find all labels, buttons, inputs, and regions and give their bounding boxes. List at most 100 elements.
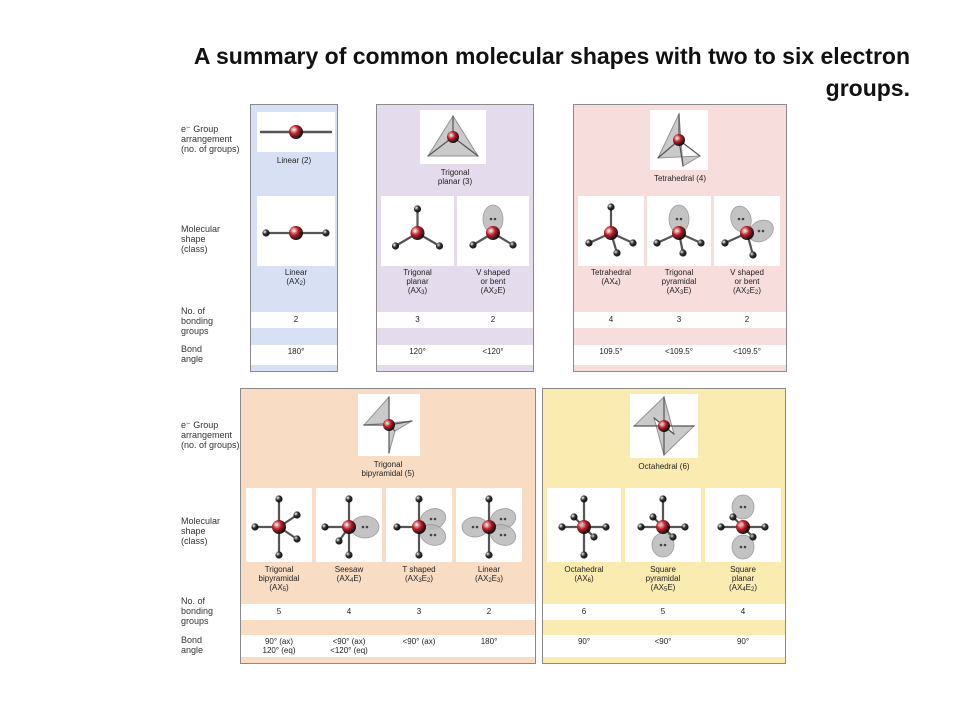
row-label-group-arrangement: e⁻ Group arrangement (no. of groups) xyxy=(181,124,240,154)
top-panel-1-col-1-bond-angle: <120° xyxy=(482,347,504,356)
bottom-panel-1-arrangement-image xyxy=(630,394,698,458)
bottom-panel-1-col-2-bond-angle: 90° xyxy=(736,637,750,646)
top-panel-1-col-0-shape-class: (AX3) xyxy=(407,286,428,296)
top-panel-1-col-1-shape-label: V shaped or bent(AX2E) xyxy=(457,268,529,298)
row-label-molecular-shape-bottom: Molecular shape (class) xyxy=(181,516,221,546)
row-label-bond-angle: Bond angle xyxy=(181,344,204,364)
top-panel-2-angle-strip xyxy=(574,345,786,365)
bottom-panel-0-col-3-bonding-groups: 2 xyxy=(486,607,492,616)
bottom-panel-0-arrangement-label: Trigonal bipyramidal (5) xyxy=(361,460,415,478)
top-panel-1-angle-strip xyxy=(377,345,533,365)
bottom-panel-0-col-0-shape-class: (AX5) xyxy=(269,583,289,593)
bottom-panel-0-col-1-bonding-groups: 4 xyxy=(346,607,352,616)
top-panel-1-bonding-strip xyxy=(377,312,533,328)
bottom-panel-1-angle-strip xyxy=(543,635,785,657)
top-panel-0-bonding-strip xyxy=(251,312,337,328)
top-panel-0-col-0-bond-angle: 180° xyxy=(287,347,305,356)
top-panel-2-arrangement-image xyxy=(650,110,708,170)
top-panel-0-arrangement-label: Linear (2) xyxy=(276,156,312,165)
bottom-panel-1-col-1-bonding-groups: 5 xyxy=(660,607,666,616)
bottom-panel-0-col-0-molecule-image xyxy=(246,488,312,562)
top-panel-0-col-0-shape-class: (AX2) xyxy=(286,277,306,287)
bottom-panel-0-col-2-bonding-groups: 3 xyxy=(416,607,422,616)
top-panel-0-col-0-molecule-image xyxy=(257,196,335,266)
bottom-panel-0-col-3-shape-name: Linear xyxy=(477,565,501,574)
bottom-panel-1-col-0-shape-name: Octahedral xyxy=(564,565,604,574)
bottom-panel-1-col-1-molecule-image xyxy=(625,488,701,562)
top-panel-2-col-2-shape-class: (AX2E2) xyxy=(732,286,762,296)
bottom-panel-1-col-0-shape-label: Octahedral(AX6) xyxy=(547,565,621,586)
bottom-panel-1-col-0-bond-angle: 90° xyxy=(577,637,591,646)
bottom-panel-1-bonding-strip xyxy=(543,604,785,620)
bottom-panel-0-col-1-molecule-image xyxy=(316,488,382,562)
top-panel-0-angle-strip xyxy=(251,345,337,365)
bottom-panel-0-bonding-strip xyxy=(241,604,535,620)
top-panel-1-col-0-shape-label: Trigonal planar(AX3) xyxy=(381,268,454,298)
top-panel-1-col-1-shape-class: (AX2E) xyxy=(480,286,506,296)
top-panel-2-col-0-molecule-image xyxy=(578,196,644,266)
top-panel-2-col-2-bonding-groups: 2 xyxy=(744,315,750,324)
top-panel-1-col-0-bond-angle: 120° xyxy=(409,347,426,356)
top-panel-2-bonding-strip xyxy=(574,312,786,328)
bottom-panel-1-col-1-bond-angle: <90° xyxy=(654,637,672,646)
bottom-panel-0-col-1-shape-class: (AX4E) xyxy=(336,574,362,584)
top-panel-2-col-2-shape-name: V shaped or bent xyxy=(730,268,764,286)
page-title: A summary of common molecular shapes wit… xyxy=(193,43,910,101)
top-panel-2-col-0-bonding-groups: 4 xyxy=(608,315,614,324)
top-panel-2-col-2-molecule-image xyxy=(714,196,780,266)
bottom-panel-0-col-0-bonding-groups: 5 xyxy=(276,607,282,616)
row-label-bonding-groups: No. of bonding groups xyxy=(181,306,214,336)
top-panel-0-col-0-shape-name: Linear xyxy=(284,268,308,277)
bottom-panel-0-col-2-bond-angle: <90° (ax) xyxy=(402,637,436,646)
top-panel-1-arrangement-image xyxy=(420,110,486,164)
top-panel-1-arrangement-label: Trigonal planar (3) xyxy=(437,168,473,186)
top-panel-2-col-1-shape-label: Trigonal pyramidal(AX3E) xyxy=(647,268,711,298)
bottom-panel-0-col-1-shape-name: Seesaw xyxy=(334,565,364,574)
top-panel-1-col-0-shape-name: Trigonal planar xyxy=(403,268,432,286)
bottom-panel-1-col-1-shape-name: Square pyramidal xyxy=(645,565,681,583)
bottom-panel-0-col-3-bond-angle: 180° xyxy=(480,637,498,646)
top-panel-2-col-2-bond-angle: <109.5° xyxy=(733,347,761,356)
bottom-panel-1-col-0-molecule-image xyxy=(547,488,621,562)
top-panel-0-col-0-shape-label: Linear(AX2) xyxy=(257,268,335,289)
bottom-panel-0-col-2-molecule-image xyxy=(386,488,452,562)
bottom-panel-1-col-2-bonding-groups: 4 xyxy=(740,607,746,616)
row-label-molecular-shape: Molecular shape (class) xyxy=(181,224,221,254)
top-panel-1-col-0-bonding-groups: 3 xyxy=(415,315,420,324)
top-panel-0-arrangement-image xyxy=(257,112,335,152)
bottom-panel-0-col-2-shape-label: T shaped(AX3E2) xyxy=(386,565,452,586)
top-panel-1-col-1-shape-name: V shaped or bent xyxy=(476,268,510,286)
bottom-panel-1-arrangement-label: Octahedral (6) xyxy=(638,462,690,471)
top-panel-0-col-0-bonding-groups: 2 xyxy=(293,315,299,324)
row-label-bonding-groups-bottom: No. of bonding groups xyxy=(181,596,214,626)
bottom-panel-0-col-0-shape-label: Trigonal bipyramidal(AX5) xyxy=(246,565,312,595)
top-panel-2-col-0-bond-angle: 109.5° xyxy=(599,347,623,356)
top-panel-2-col-0-shape-class: (AX4) xyxy=(601,277,621,287)
top-panel-2-col-1-bond-angle: <109.5° xyxy=(665,347,693,356)
bottom-panel-1-col-1-shape-class: (AX5E) xyxy=(650,583,676,593)
top-panel-2-arrangement-label: Tetrahedral (4) xyxy=(653,174,707,183)
top-panel-2-col-1-molecule-image xyxy=(647,196,711,266)
top-panel-1-col-0-molecule-image xyxy=(381,196,454,266)
bottom-panel-0-col-2-shape-name: T shaped xyxy=(402,565,436,574)
top-panel-2-col-2-shape-label: V shaped or bent(AX2E2) xyxy=(714,268,780,298)
bottom-panel-0-col-3-shape-label: Linear(AX2E3) xyxy=(456,565,522,586)
top-panel-2-col-0-shape-name: Tetrahedral xyxy=(590,268,632,277)
top-panel-1-col-1-bonding-groups: 2 xyxy=(490,315,496,324)
row-label-group-arrangement-bottom: e⁻ Group arrangement (no. of groups) xyxy=(181,420,240,450)
bottom-panel-1-col-2-shape-class: (AX4E2) xyxy=(728,583,758,593)
bottom-panel-0-angle-strip xyxy=(241,635,535,657)
bottom-panel-0-col-3-molecule-image xyxy=(456,488,522,562)
bottom-panel-0-col-1-bond-angle: <90° (ax) <120° (eq) xyxy=(330,637,368,655)
bottom-panel-1-col-2-shape-name: Square planar xyxy=(730,565,756,583)
top-panel-2-col-1-shape-class: (AX3E) xyxy=(666,286,692,296)
bottom-panel-1-col-0-bonding-groups: 6 xyxy=(581,607,587,616)
bottom-panel-1-col-1-shape-label: Square pyramidal(AX5E) xyxy=(625,565,701,595)
bottom-panel-0-col-3-shape-class: (AX2E3) xyxy=(474,574,504,584)
bottom-panel-0-col-1-shape-label: Seesaw(AX4E) xyxy=(316,565,382,586)
bottom-panel-0-arrangement-image xyxy=(358,394,420,456)
top-panel-1-col-1-molecule-image xyxy=(457,196,529,266)
bottom-panel-0-col-0-bond-angle: 90° (ax) 120° (eq) xyxy=(262,637,296,655)
bottom-panel-1-col-2-shape-label: Square planar(AX4E2) xyxy=(705,565,781,595)
bottom-panel-0-col-0-shape-name: Trigonal bipyramidal xyxy=(258,565,300,583)
